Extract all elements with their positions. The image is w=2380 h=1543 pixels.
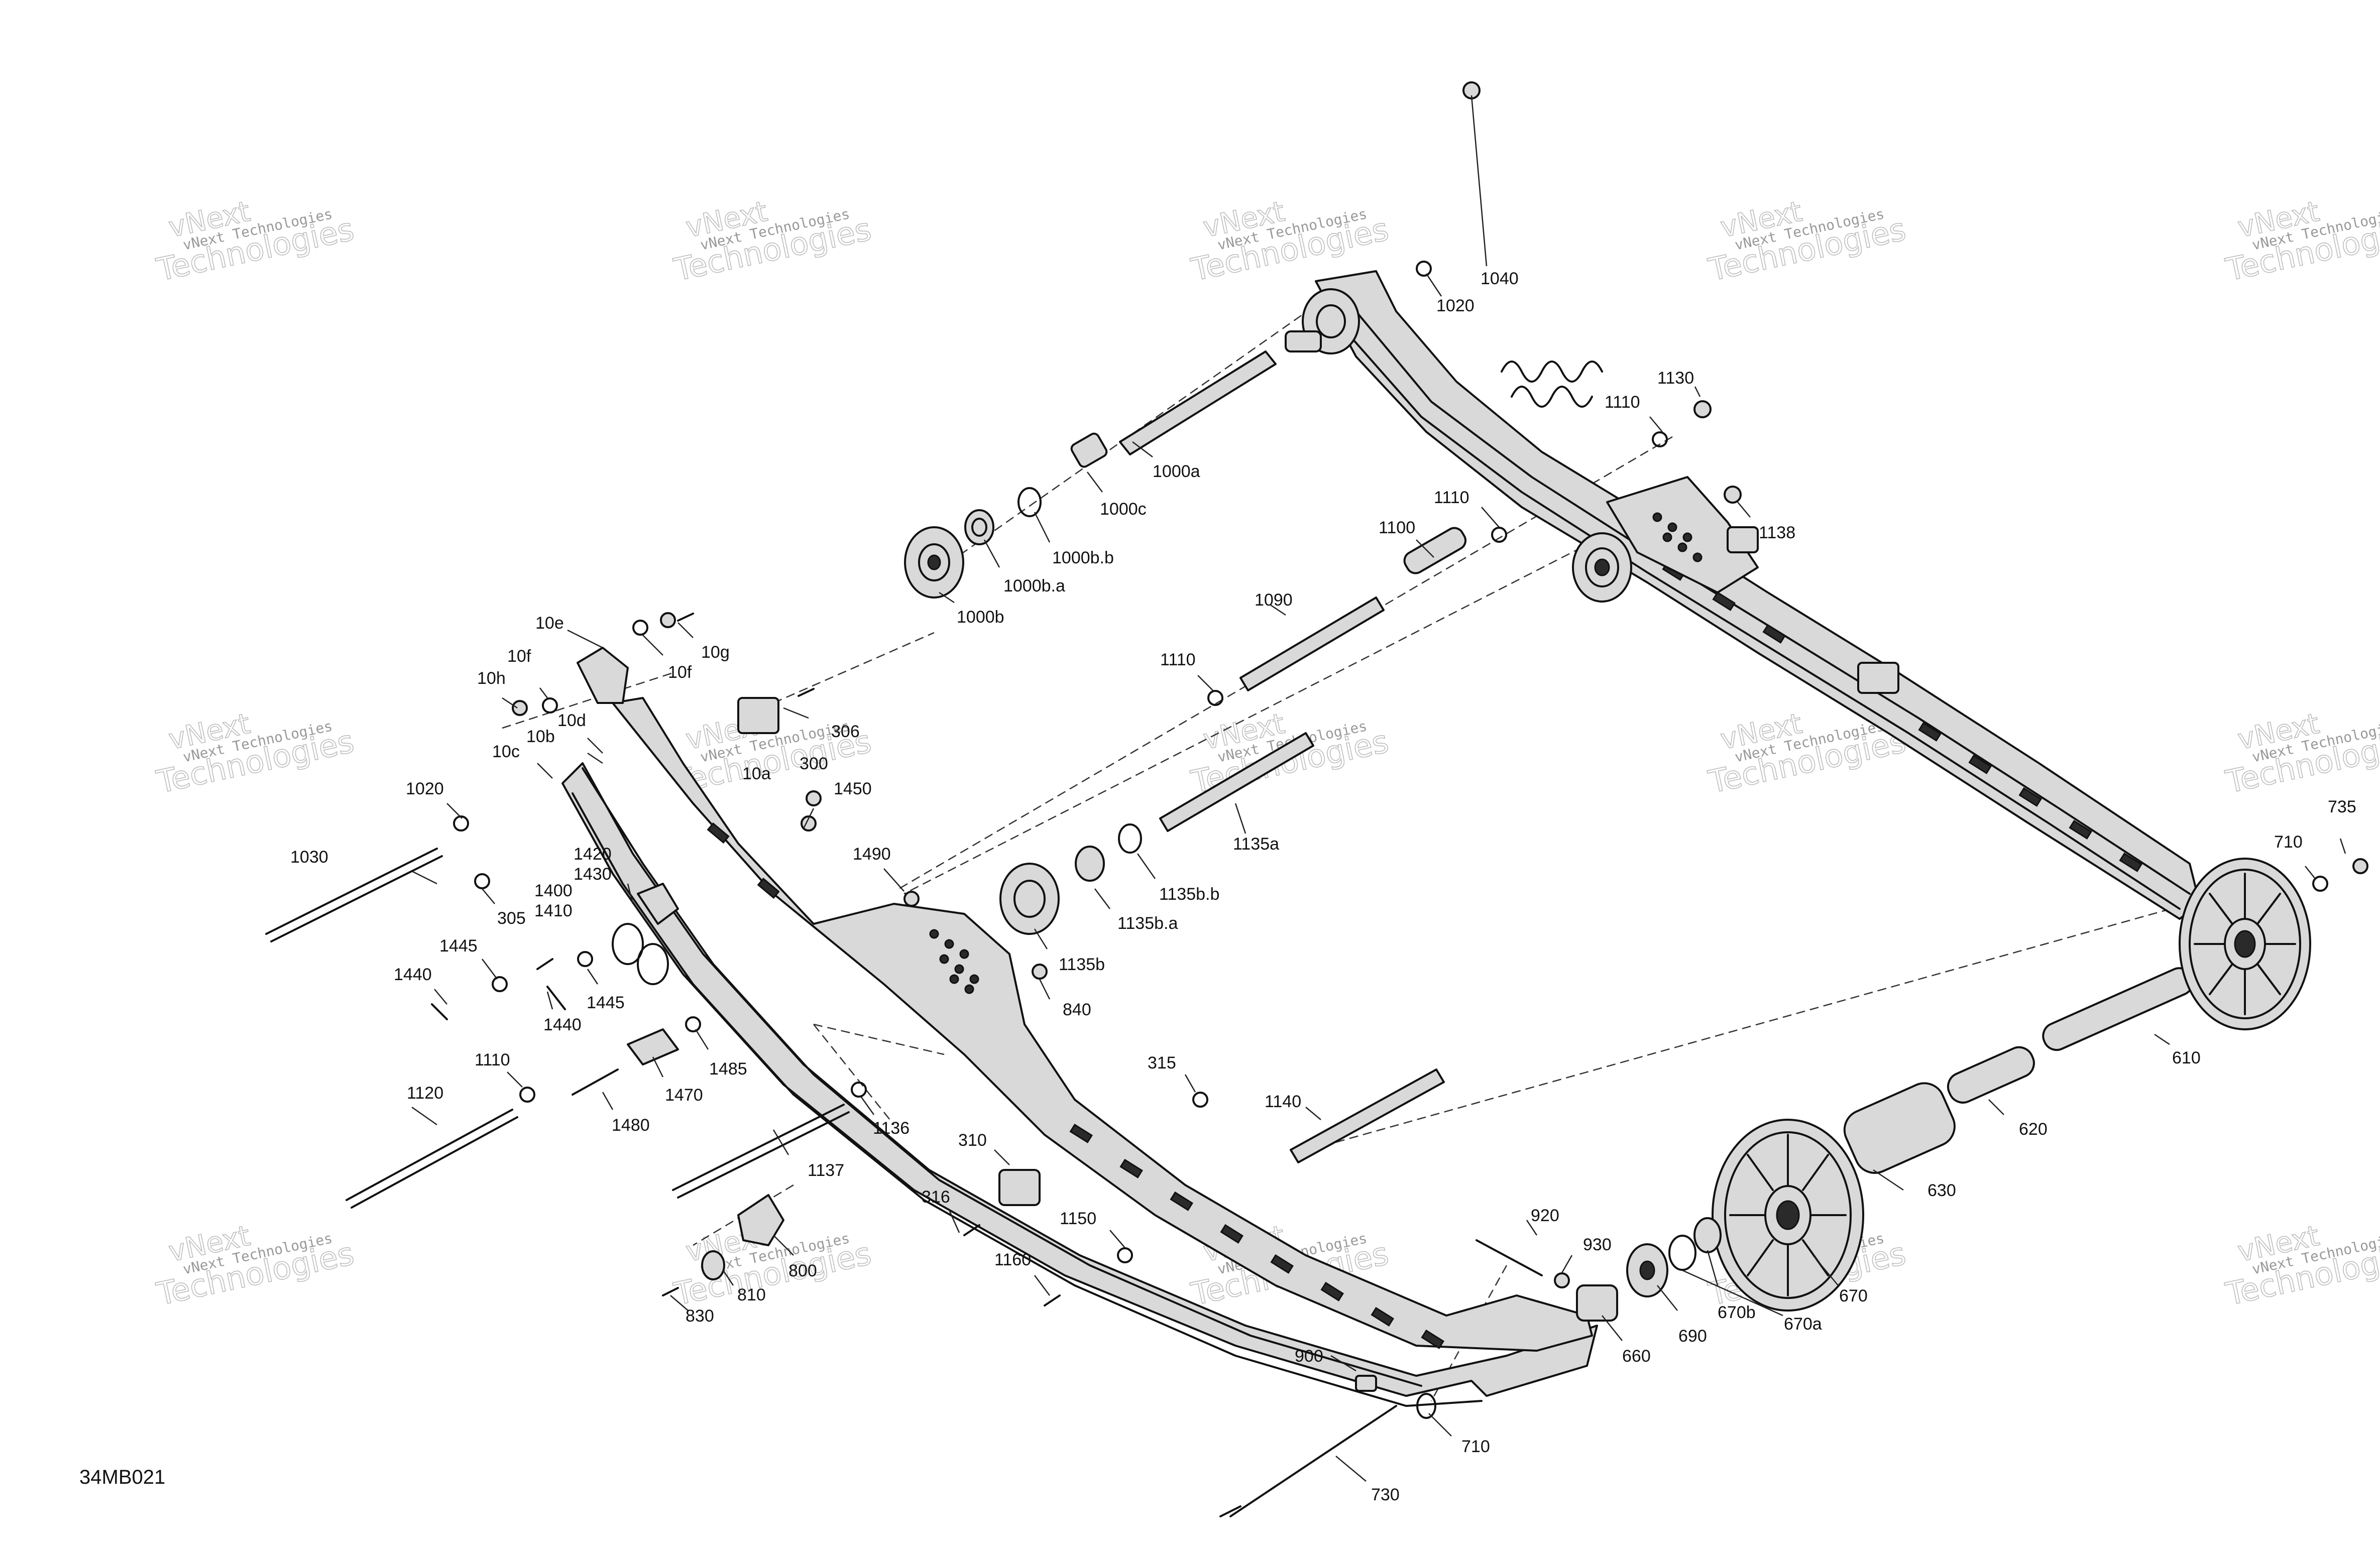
watermark-layer: vNext vNext Technologies Technologies vN…: [153, 195, 2380, 1313]
callout-830: 830: [686, 1307, 714, 1326]
callout-315: 315: [1148, 1053, 1176, 1073]
callout-1138: 1138: [1759, 523, 1795, 542]
callout-1000c: 1000c: [1100, 500, 1147, 519]
callout-10g: 10g: [701, 643, 730, 662]
watermark: vNext vNext Technologies Technologies: [153, 1219, 357, 1313]
watermark: vNext vNext Technologies Technologies: [153, 707, 357, 801]
callout-10e: 10e: [535, 614, 564, 633]
callout-10f: 10f: [668, 663, 692, 682]
callout-306: 306: [831, 722, 860, 741]
callout-1400: 1400: [534, 881, 573, 900]
callout-1450: 1450: [834, 779, 872, 798]
left-plate-holes: [929, 929, 979, 994]
hardware: [431, 81, 2368, 1517]
callout-920: 920: [1531, 1206, 1559, 1225]
callout-10a: 10a: [742, 764, 771, 783]
callout-300: 300: [800, 754, 828, 773]
callout-630: 630: [1928, 1181, 1956, 1200]
callout-710: 710: [2274, 833, 2303, 852]
callout-1410: 1410: [534, 901, 573, 920]
watermark: vNext vNext Technologies Technologies: [670, 195, 874, 289]
callout-10h: 10h: [477, 669, 506, 688]
callout-1120: 1120: [407, 1084, 443, 1103]
shafts: [265, 350, 2194, 1517]
callout-10b: 10b: [526, 727, 555, 746]
left-rail: [561, 697, 1598, 1407]
callout-1470: 1470: [665, 1086, 703, 1105]
callout-1000a: 1000a: [1153, 462, 1200, 481]
callout-610: 610: [2172, 1048, 2201, 1067]
callout-660: 660: [1622, 1347, 1651, 1366]
callout-1430: 1430: [574, 865, 612, 884]
callout-670: 670: [1839, 1286, 1868, 1305]
callout-1040: 1040: [1481, 269, 1519, 288]
callout-1000b-a: 1000b.a: [1003, 576, 1065, 596]
watermark: vNext vNext Technologies Technologies: [1705, 195, 1909, 289]
callout-1480: 1480: [612, 1116, 650, 1135]
right-rail: [1285, 270, 2201, 920]
callout-1485: 1485: [709, 1059, 747, 1079]
callout-1135b: 1135b: [1059, 955, 1105, 974]
leader-lines: [411, 95, 2346, 1482]
watermark: vNext vNext Technologies Technologies: [1187, 195, 1392, 289]
callout-735: 735: [2328, 797, 2356, 816]
callout-840: 840: [1063, 1000, 1091, 1019]
callout-730: 730: [1371, 1485, 1400, 1504]
callout-1000b-b: 1000b.b: [1052, 548, 1114, 567]
callout-1140: 1140: [1265, 1092, 1301, 1111]
callout-10f: 10f: [507, 647, 531, 666]
diagram-reference: 34MB021: [79, 1466, 165, 1488]
callout-316: 316: [922, 1188, 950, 1207]
callout-10d: 10d: [557, 711, 586, 730]
callout-1020: 1020: [406, 779, 444, 798]
left-rail-slots: [707, 822, 1444, 1349]
callout-690: 690: [1678, 1327, 1707, 1346]
callout-310: 310: [958, 1131, 987, 1150]
callout-1020: 1020: [1436, 296, 1475, 315]
callout-810: 810: [737, 1285, 766, 1304]
watermark: vNext vNext Technologies Technologies: [2222, 195, 2380, 289]
callout-1090: 1090: [1255, 590, 1293, 610]
callout-1445: 1445: [587, 993, 625, 1012]
callout-1110: 1110: [475, 1050, 510, 1070]
callout-1137: 1137: [808, 1161, 844, 1180]
callout-1100: 1100: [1379, 518, 1415, 537]
callout-930: 930: [1583, 1235, 1612, 1254]
watermark: vNext vNext Technologies Technologies: [2222, 707, 2380, 801]
rear-wheels: [1576, 858, 2311, 1322]
callout-1440: 1440: [543, 1015, 582, 1034]
watermark: vNext vNext Technologies Technologies: [2222, 1219, 2380, 1313]
callout-1110: 1110: [1434, 488, 1469, 507]
watermark: vNext vNext Technologies Technologies: [153, 195, 357, 289]
callout-1130: 1130: [1657, 369, 1694, 388]
callout-1440: 1440: [394, 965, 432, 984]
callout-10c: 10c: [492, 742, 520, 761]
callout-305: 305: [497, 909, 526, 928]
callout-1110: 1110: [1605, 393, 1640, 412]
callout-1150: 1150: [1060, 1209, 1096, 1228]
callout-710: 710: [1461, 1437, 1490, 1456]
callout-670a: 670a: [1784, 1315, 1822, 1334]
callout-1135b-b: 1135b.b: [1159, 885, 1219, 904]
callout-1490: 1490: [853, 845, 891, 864]
plate-holes: [1652, 512, 1703, 562]
callout-1110: 1110: [1160, 650, 1196, 669]
callout-800: 800: [788, 1261, 817, 1280]
callout-1160: 1160: [994, 1250, 1031, 1269]
callout-620: 620: [2019, 1120, 2048, 1139]
callout-1000b: 1000b: [957, 608, 1004, 627]
callout-900: 900: [1295, 1347, 1323, 1366]
callout-1420: 1420: [574, 845, 612, 864]
callout-labels: 1040 1020 1130 1110 1000a 1000c 1110 113…: [290, 269, 2356, 1504]
callout-1445: 1445: [439, 936, 478, 956]
callout-1135a: 1135a: [1233, 835, 1279, 854]
callout-670b: 670b: [1718, 1303, 1756, 1322]
callout-1135b-a: 1135b.a: [1117, 914, 1178, 933]
callout-1030: 1030: [290, 848, 328, 867]
callout-1136: 1136: [873, 1119, 910, 1138]
